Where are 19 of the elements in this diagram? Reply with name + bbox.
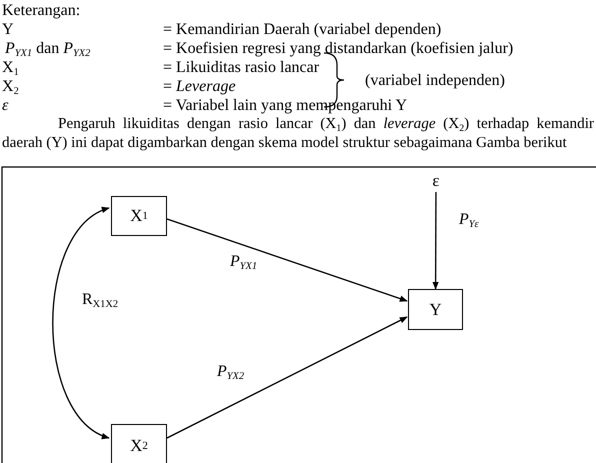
symbol-text: P$_{YX1}$ dan P$_{YX2}$ [5, 39, 90, 58]
heading-text: Keterangan: [2, 1, 80, 20]
definition-text: = Variabel lain yang mempengaruhi Y [163, 96, 408, 115]
definition-text: = Kemandirian Daerah (variabel dependen) [163, 20, 442, 39]
symbol-text: X$_{1}$ [2, 58, 19, 77]
arrow [432, 192, 439, 290]
symbol-text: X$_{2}$ [2, 77, 19, 96]
double-headed-arrow [52, 207, 110, 439]
paragraph-text: Pengaruh likuiditas dengan rasio lancar (X$_{1}$) dan leverage (X$_{2}$) terhadap kemandir daerah (Y) ini dapat digambarkan dengan skema model struktur sebagaimana Gamba berikut [2, 114, 594, 152]
variable-box: Y [408, 289, 463, 330]
arrow [166, 218, 408, 302]
definition-text: = Koefisien regresi yang distandarkan (koefisien jalur) [163, 39, 514, 58]
symbol-text: ε [2, 96, 8, 115]
arrow [166, 316, 408, 439]
group-note-text: (variabel independen) [365, 71, 505, 90]
definition-text: = Leverage [163, 77, 236, 96]
error-term-text: ε [426, 170, 446, 192]
definition-text: = Likuiditas rasio lancar [163, 58, 320, 77]
symbol-text: Y [2, 20, 14, 39]
